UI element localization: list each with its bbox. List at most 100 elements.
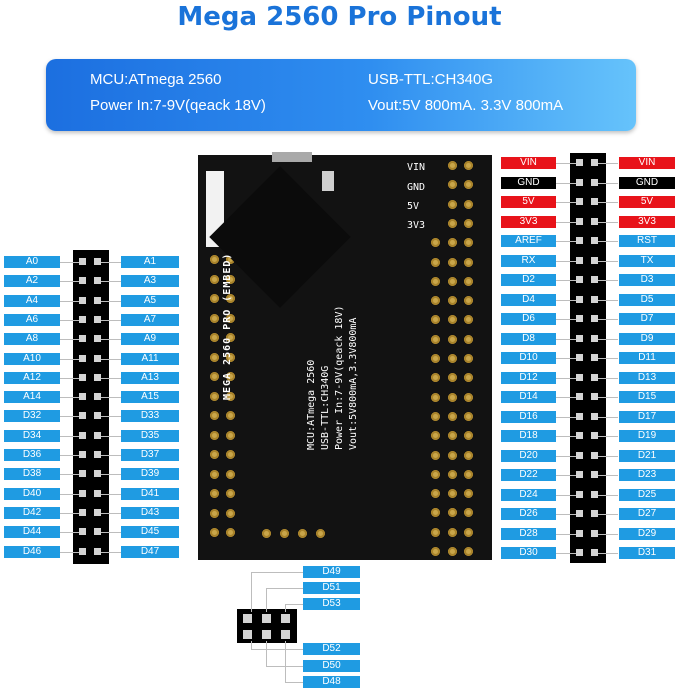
pin-label: D49 [303,566,360,578]
board-hole [464,547,473,556]
pin-label: GND [619,177,675,189]
board-hole [464,334,473,344]
header-pin [79,335,86,342]
pin-label: D46 [4,546,60,558]
pin-label: D20 [501,450,556,462]
lead-line [556,280,578,281]
pin-label: D21 [619,450,675,462]
lead-line [101,359,121,360]
board-hole [226,294,235,303]
lead-line [556,514,578,515]
pin-label: VIN [619,157,675,169]
pin-label: 5V [619,196,675,208]
pin-label: TX [619,255,675,267]
pin-label: A6 [4,314,60,326]
header-pin [79,374,86,381]
header-pin [79,412,86,419]
board-hole [464,411,473,421]
board-hole [431,411,440,421]
header-pin [94,528,101,535]
pin-label: A0 [4,256,60,268]
lead-line [556,319,578,320]
header-pin [591,413,598,420]
board-hole [448,296,457,306]
lead-line [285,641,286,682]
board-hole [464,315,473,325]
board-hole [226,372,235,381]
board-hole [464,257,473,267]
lead-line [266,588,267,612]
lead-line [101,301,121,302]
header-pin [576,276,583,283]
board-hole [226,508,235,518]
board-hole [431,547,440,556]
board-power-label: VIN [407,162,426,173]
header-pin [576,510,583,517]
pin-label: D27 [619,508,675,520]
header-pin [591,335,598,342]
header-pin [94,277,101,284]
board-hole [448,257,457,267]
board-hole [431,257,440,267]
pin-label: A7 [121,314,179,326]
board-hole [210,411,219,420]
pin-label: D22 [501,469,556,481]
lead-line [598,397,618,398]
board-hole [210,528,219,537]
board-hole [448,508,457,518]
lead-line [101,474,121,475]
header-pin [576,530,583,537]
board-hole [226,313,235,323]
pin-label: A11 [121,353,179,365]
header-pin [576,452,583,459]
lead-line [556,202,578,203]
header-pin [576,393,583,400]
board-hole [464,431,473,441]
pin-label: D35 [121,430,179,442]
lead-line [60,359,82,360]
header-pin [576,296,583,303]
pin-label: 3V3 [619,216,675,228]
board-hole [226,255,235,264]
lead-line [266,588,303,589]
header-pin [591,452,598,459]
header-pin [576,257,583,264]
pin-label: D47 [121,546,179,558]
lead-line [598,378,618,379]
header-pin [576,354,583,361]
pin-label: D19 [619,430,675,442]
lead-line [60,320,82,321]
board-hole [448,431,457,441]
header-pin [576,159,583,166]
pin-label: A8 [4,333,60,345]
header-pin [94,297,101,304]
pin-label: D23 [619,469,675,481]
header-pin [79,451,86,458]
lead-line [598,183,618,184]
lead-line [598,417,618,418]
pin-label: D32 [4,410,60,422]
board-hole [464,218,473,228]
lead-line [556,241,578,242]
pin-label: A9 [121,333,179,345]
header-pin [591,549,598,556]
pin-label: A12 [4,372,60,384]
lead-line [556,417,578,418]
board-hole [464,180,473,190]
lead-line [101,262,121,263]
pin-label: D50 [303,660,360,672]
lead-line [598,456,618,457]
lead-line [60,494,82,495]
header-pin [79,355,86,362]
lead-line [251,649,303,650]
pin-label: D45 [121,526,179,538]
pin-label: D48 [303,676,360,688]
board-hole [431,315,440,325]
lead-line [598,553,618,554]
header-pin [94,451,101,458]
board-hole [448,315,457,325]
header-pin [591,276,598,283]
header-pin [591,315,598,322]
pin-label: D14 [501,391,556,403]
header-pin [591,530,598,537]
